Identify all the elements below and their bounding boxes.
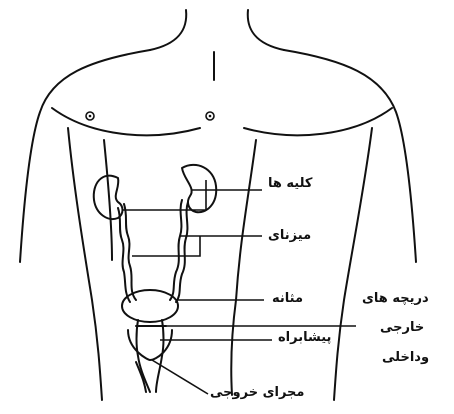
- label-bladder: مثانه: [272, 291, 303, 306]
- label-sphincters-line1: دریچه های: [362, 291, 429, 306]
- label-ureters: میزنای: [268, 228, 311, 243]
- nipple-right: [206, 112, 214, 120]
- left-abdominal-contour: [104, 140, 112, 260]
- left-torso-side: [68, 128, 102, 400]
- bladder: [122, 290, 178, 322]
- leader-kidneys-bracket: [122, 180, 206, 210]
- leader-urethra: [152, 360, 208, 394]
- label-sphincters-line2: خارجی: [380, 320, 424, 335]
- neck-right-outline: [248, 10, 284, 50]
- label-prostate: پیشابراه: [278, 330, 331, 345]
- left-shoulder-outline: [20, 50, 150, 262]
- label-kidneys: کلیه ها: [268, 176, 312, 191]
- left-pectoral-line: [52, 108, 200, 135]
- right-pectoral-line: [244, 108, 392, 135]
- neck-left-outline: [150, 10, 186, 50]
- label-sphincters-line3: وداخلی: [382, 350, 429, 365]
- label-urethra: مجرای خروجی: [210, 385, 304, 400]
- right-torso-side: [334, 128, 372, 400]
- leader-ureters-bracket: [132, 236, 200, 256]
- prostate-outline: [128, 330, 172, 360]
- nipple-left: [86, 112, 94, 120]
- right-abdominal-contour: [231, 140, 256, 395]
